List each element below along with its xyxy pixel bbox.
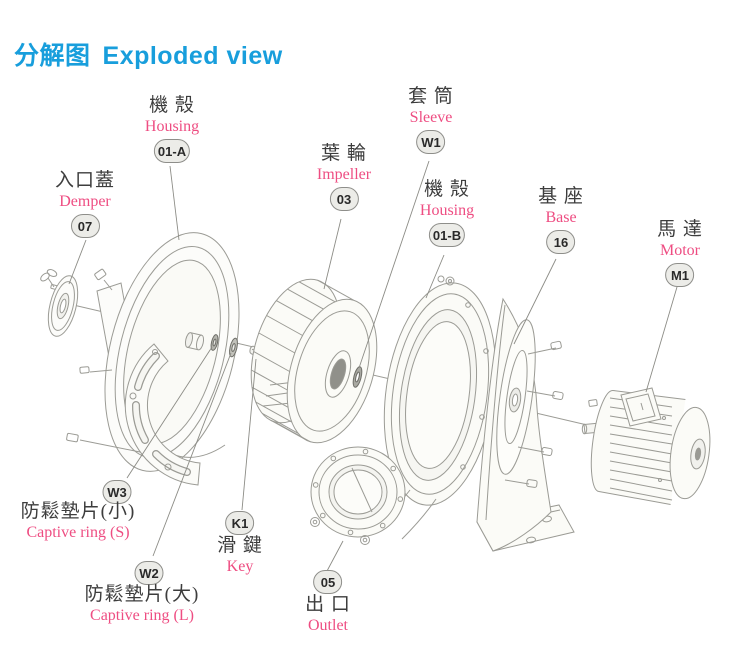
- housing-b-name-zh: 機 殼: [424, 179, 470, 200]
- label-captive-ring-s: 防鬆墊片(小) Captive ring (S): [21, 501, 136, 542]
- leader-lines: [68, 160, 678, 572]
- sleeve-code-badge: W1: [416, 130, 446, 154]
- motor-code-badge: M1: [665, 263, 695, 287]
- captive-ring-l-code-badge: W2: [134, 561, 164, 585]
- label-impeller: 葉 輪 Impeller 03: [317, 143, 371, 211]
- spacer-drawing: [184, 332, 205, 351]
- page-title-en: Exploded view: [102, 42, 283, 70]
- housing-b-drawing: [373, 275, 497, 540]
- housing-b-code-badge: 01-B: [428, 223, 466, 247]
- label-sleeve: 套 筒 Sleeve W1: [408, 86, 454, 154]
- label-base: 基 座 Base 16: [538, 186, 584, 254]
- housing-a-name-en: Housing: [144, 118, 200, 135]
- housing-b-name-en: Housing: [419, 202, 475, 219]
- key-code-badge: K1: [225, 511, 255, 535]
- demper-name-zh: 入口蓋: [54, 170, 116, 191]
- motor-name-zh: 馬 達: [657, 219, 703, 240]
- label-captive-ring-l: 防鬆墊片(大) Captive ring (L): [85, 584, 200, 625]
- captive-ring-l-name-en: Captive ring (L): [90, 607, 194, 624]
- page-title-zh: 分解图: [14, 42, 91, 70]
- housing-a-name-zh: 機 殼: [149, 95, 195, 116]
- demper-name-en: Demper: [59, 193, 111, 210]
- motor-drawing: [581, 387, 711, 505]
- base-drawing: [476, 297, 575, 552]
- impeller-name-en: Impeller: [316, 166, 372, 183]
- sleeve-name-en: Sleeve: [409, 109, 453, 126]
- sleeve-drawing: [352, 366, 363, 388]
- housing-a-code-badge: 01-A: [153, 139, 191, 163]
- page-title: 分解图 Exploded view: [14, 36, 283, 72]
- label-housing-b: 機 殼 Housing 01-B: [420, 179, 474, 247]
- outlet-code-badge: 05: [313, 570, 343, 594]
- outlet-drawing: [310, 446, 406, 545]
- motor-name-en: Motor: [659, 242, 700, 259]
- label-housing-a: 機 殼 Housing 01-A: [145, 95, 199, 163]
- label-outlet: 05 出 口 Outlet: [305, 570, 351, 635]
- impeller-name-zh: 葉 輪: [321, 143, 367, 164]
- base-name-zh: 基 座: [538, 186, 584, 207]
- outlet-name-zh: 出 口: [305, 594, 351, 615]
- washer-small-drawing: [210, 334, 219, 351]
- captive-ring-s-code-badge: W3: [102, 480, 132, 504]
- key-name-zh: 滑 鍵: [217, 535, 263, 556]
- outlet-name-en: Outlet: [307, 617, 348, 634]
- label-demper: 入口蓋 Demper 07: [55, 170, 115, 238]
- inlet-cover-drawing: [47, 275, 79, 337]
- label-motor: 馬 達 Motor M1: [657, 219, 703, 287]
- impeller-code-badge: 03: [329, 187, 359, 211]
- captive-ring-s-name-en: Captive ring (S): [26, 524, 130, 541]
- key-name-en: Key: [226, 558, 254, 575]
- label-key: K1 滑 鍵 Key: [217, 511, 263, 576]
- sleeve-name-zh: 套 筒: [408, 86, 454, 107]
- base-code-badge: 16: [546, 230, 576, 254]
- captive-ring-l-name-zh: 防鬆墊片(大): [84, 584, 200, 605]
- washer-large-drawing: [229, 337, 238, 358]
- captive-ring-s-name-zh: 防鬆墊片(小): [20, 501, 136, 522]
- demper-code-badge: 07: [70, 214, 100, 238]
- impeller-drawing: [250, 278, 378, 444]
- housing-a-drawing: [66, 232, 240, 486]
- wing-screw-drawing: [40, 269, 58, 290]
- base-name-en: Base: [545, 209, 577, 226]
